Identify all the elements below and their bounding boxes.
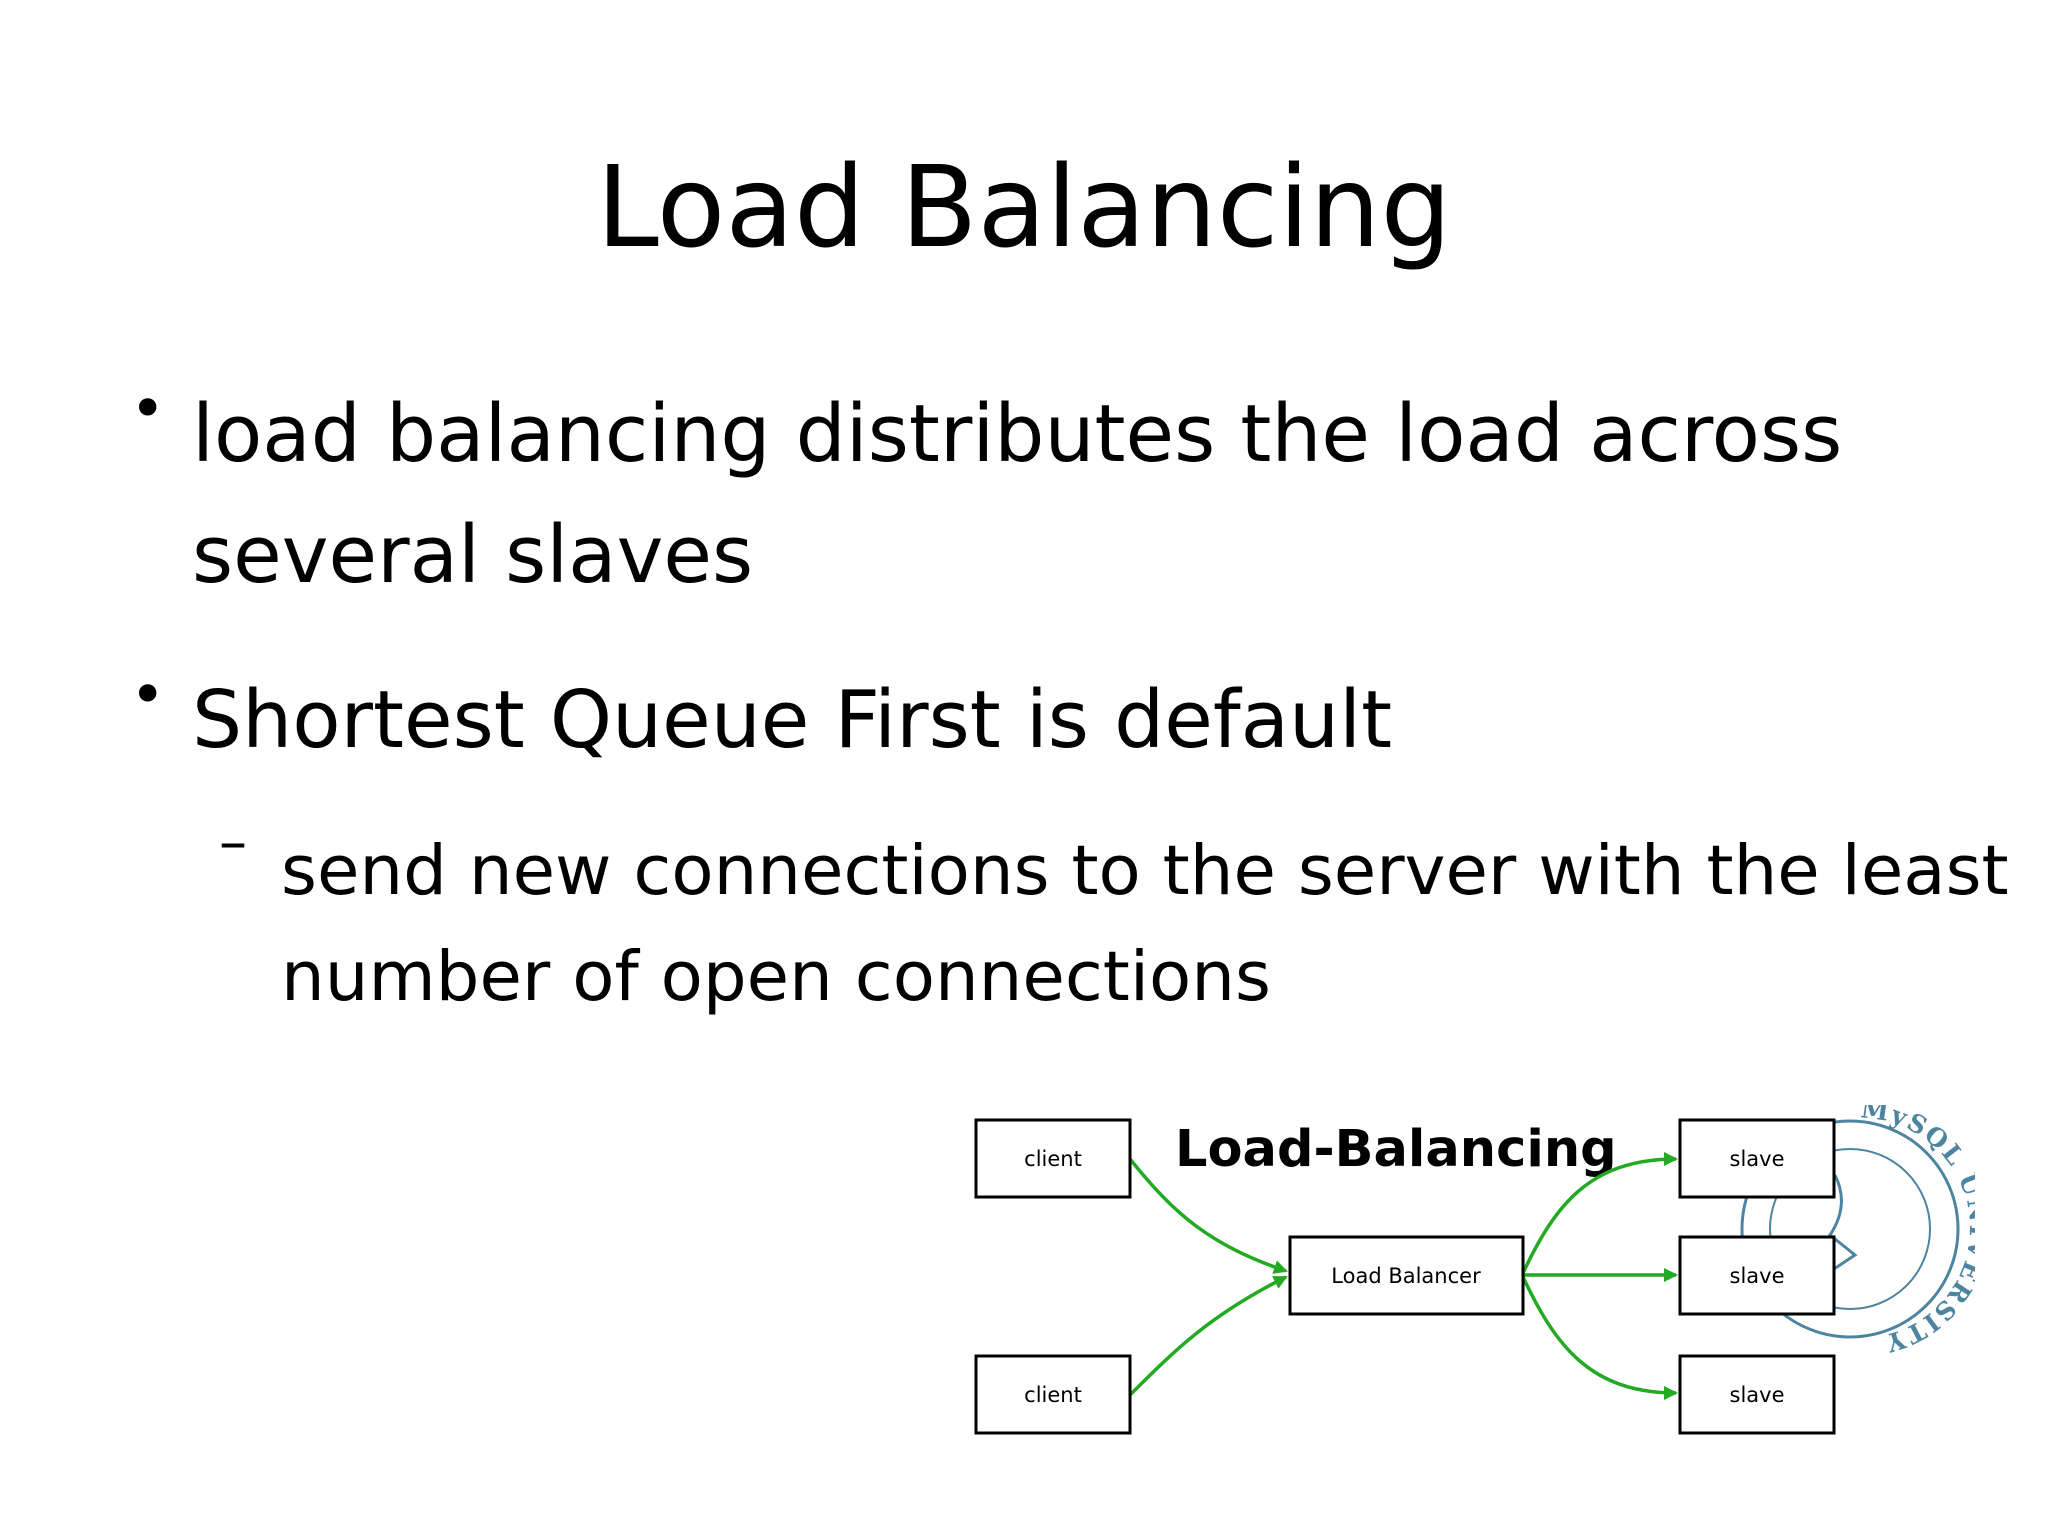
load-balancing-diagram: MySQL UNIVERSITY Load-Balancing client c… — [970, 1105, 1975, 1450]
node-client-top: client — [974, 1118, 1132, 1199]
slide-title: Load Balancing — [596, 143, 1452, 273]
sub-bullet-text-line: number of open connections — [281, 937, 1271, 1017]
sub-bullet-marker: – — [219, 810, 247, 875]
node-client-bottom: client — [974, 1354, 1132, 1435]
diagram-canvas: MySQL UNIVERSITY Load-Balancing client c… — [974, 1105, 1975, 1435]
arrow-balancer-to-slave-top — [1521, 1152, 1678, 1274]
seal-emblem-icon — [1824, 1174, 1858, 1277]
node-label: slave — [1730, 1147, 1785, 1171]
bullet-text-line: Shortest Queue First is default — [192, 674, 1393, 766]
node-load-balancer: Load Balancer — [1288, 1235, 1525, 1316]
bullet-text-line: several slaves — [192, 509, 754, 601]
node-label: slave — [1730, 1383, 1785, 1407]
bullet-item: • Shortest Queue First is default — [130, 660, 1393, 781]
bullet-item: • load balancing distributes the load ac… — [130, 374, 1843, 616]
node-slave-top: slave — [1678, 1118, 1836, 1199]
node-label: client — [1024, 1147, 1082, 1171]
arrow-client-bottom-to-balancer — [1128, 1275, 1288, 1397]
node-label: client — [1024, 1383, 1082, 1407]
node-label: slave — [1730, 1264, 1785, 1288]
node-slave-bottom: slave — [1678, 1354, 1836, 1435]
diagram-title: Load-Balancing — [1175, 1120, 1617, 1179]
node-label: Load Balancer — [1331, 1264, 1481, 1288]
node-slave-middle: slave — [1678, 1235, 1836, 1316]
sub-bullet-item: – send new connections to the server wit… — [219, 810, 2009, 1030]
bullet-marker: • — [130, 660, 166, 730]
arrow-balancer-to-slave-bottom — [1521, 1276, 1678, 1400]
bullet-marker: • — [130, 374, 166, 444]
arrow-client-top-to-balancer — [1128, 1157, 1288, 1274]
bullet-text-line: load balancing distributes the load acro… — [192, 388, 1843, 480]
sub-bullet-text-line: send new connections to the server with … — [281, 831, 2009, 911]
